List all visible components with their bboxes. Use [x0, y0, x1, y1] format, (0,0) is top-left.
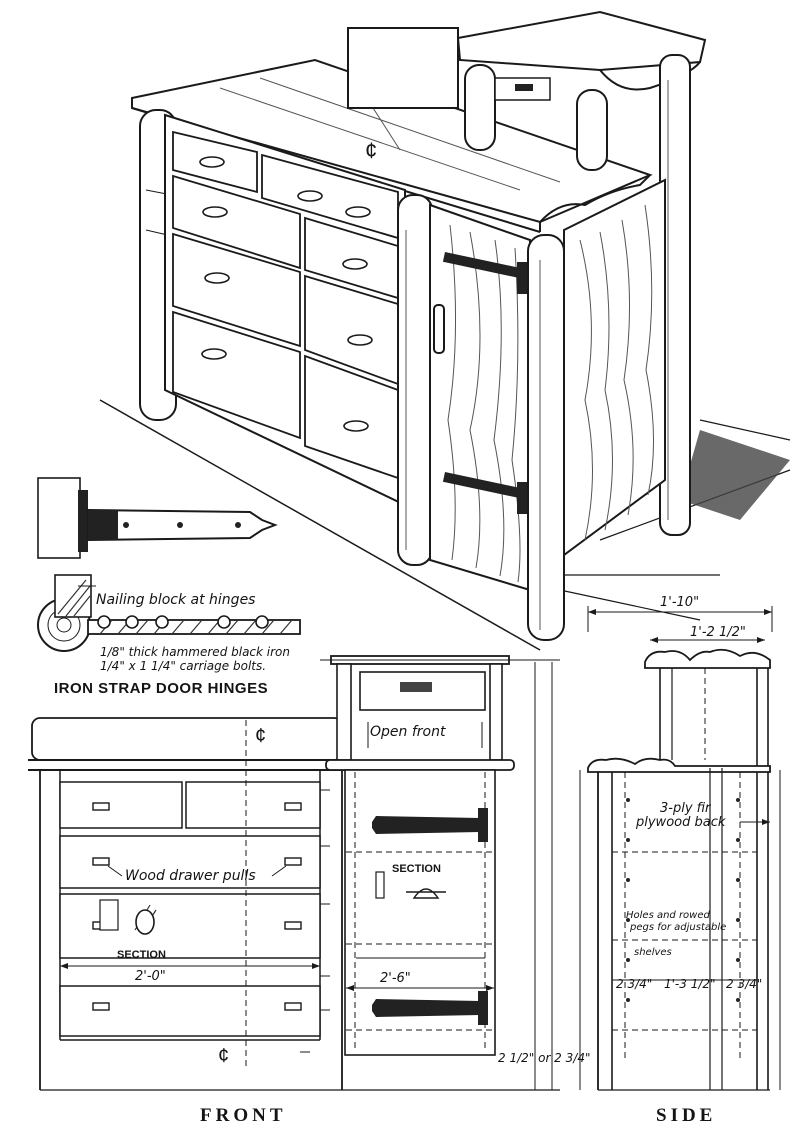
- door-section-label: SECTION: [392, 863, 441, 875]
- open-front-label: Open front: [370, 724, 446, 740]
- side-view-title: SIDE: [656, 1105, 716, 1126]
- carriage-bolts-note: 1/4" x 1 1/4" carriage bolts.: [100, 659, 266, 673]
- drawer-pulls-note: Wood drawer pulls: [125, 868, 256, 884]
- side-depth-total-dim: 1'-10": [660, 595, 699, 610]
- side-elevation: 1'-10" 1'-2 1/2" 3-ply: [579, 595, 781, 1126]
- nailing-block-note: Nailing block at hinges: [96, 592, 255, 608]
- front-hinge-upper: [372, 808, 488, 842]
- front-view-title: FRONT: [200, 1105, 287, 1126]
- side-depth-top-dim: 1'-2 1/2": [690, 625, 746, 640]
- door-width-dim: 2'-6": [380, 971, 411, 986]
- plywood-back-note-2: plywood back: [635, 815, 726, 830]
- front-hinge-lower: [372, 991, 488, 1025]
- door-hinge-lower: [442, 472, 527, 514]
- holes-note-3: shelves: [634, 947, 672, 958]
- iron-thickness-note: 1/8" thick hammered black iron: [100, 645, 290, 659]
- back-offset-dim: 2 1/2" or 2 3/4": [498, 1051, 590, 1065]
- front-elevation: 2'-0" ¢ ¢ Wood drawer pulls SECTION Open…: [28, 655, 590, 1126]
- holes-note-1: Holes and rowed: [626, 910, 711, 921]
- door-hinge-upper: [442, 252, 527, 294]
- side-dim-right: 2 3/4": [726, 977, 762, 991]
- perspective-sketch: ¢: [99, 10, 791, 651]
- hinge-detail-title: IRON STRAP DOOR HINGES: [54, 680, 268, 697]
- side-dim-left: 2 3/4": [616, 977, 652, 991]
- front-centerline-mark: ¢: [255, 725, 266, 747]
- holes-note-2: pegs for adjustable: [629, 922, 726, 933]
- hinge-detail: Nailing block at hinges 1/8" thick hamme…: [37, 477, 301, 697]
- pull-section-label: SECTION: [117, 949, 166, 961]
- plywood-back-note-1: 3-ply fir: [660, 801, 712, 816]
- cabinet-width-dim: 2'-0": [135, 969, 166, 984]
- front-centerline-mark-bottom: ¢: [218, 1045, 229, 1067]
- perspective-centerline-mark: ¢: [365, 138, 377, 163]
- side-dim-mid: 1'-3 1/2": [664, 977, 716, 991]
